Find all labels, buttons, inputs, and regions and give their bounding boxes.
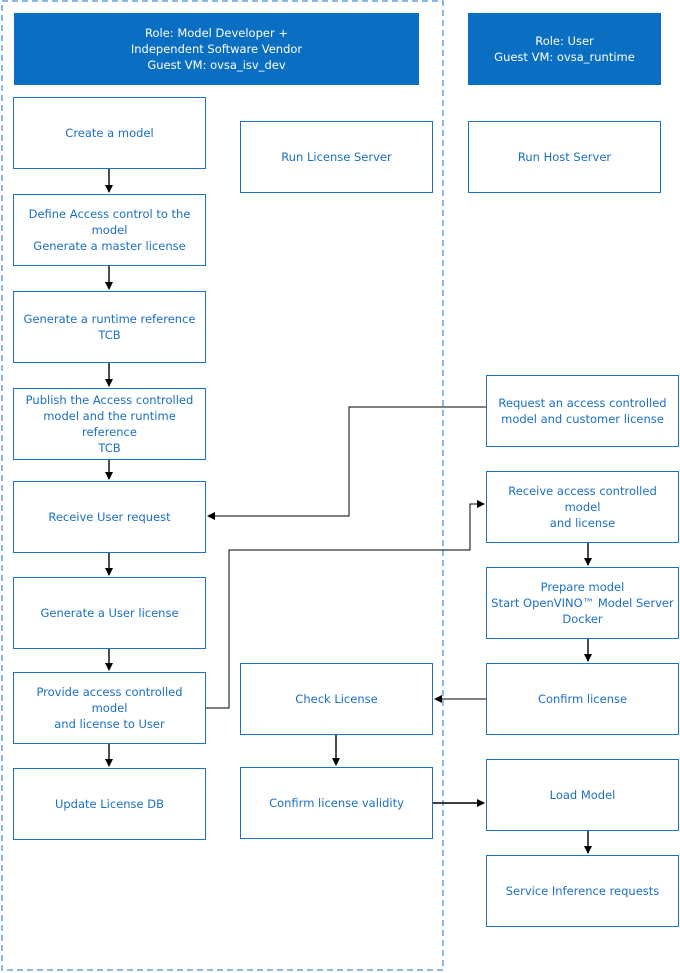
step-update-license-db: Update License DB [13, 768, 206, 840]
role-developer-header: Role: Model Developer + Independent Soft… [14, 13, 419, 85]
step-load-model: Load Model [486, 759, 679, 831]
role-user-header: Role: User Guest VM: ovsa_runtime [468, 13, 661, 85]
step-request-model: Request an access controlled model and c… [486, 375, 679, 447]
step-confirm-license-validity: Confirm license validity [240, 767, 433, 839]
step-generate-tcb: Generate a runtime reference TCB [13, 291, 206, 363]
step-provide-model: Provide access controlled model and lice… [13, 672, 206, 744]
step-publish: Publish the Access controlled model and … [13, 388, 206, 460]
arrow-provide-to-user-receive [205, 500, 485, 709]
step-service-inference: Service Inference requests [486, 855, 679, 927]
step-confirm-license: Confirm license [486, 663, 679, 735]
step-run-host-server: Run Host Server [468, 121, 661, 193]
role-developer-label: Role: Model Developer + Independent Soft… [130, 26, 303, 72]
developer-vm-boundary [1, 0, 444, 971]
step-prepare-model: Prepare model Start OpenVINO™ Model Serv… [486, 567, 679, 639]
step-check-license: Check License [240, 663, 433, 735]
role-user-label: Role: User Guest VM: ovsa_runtime [494, 34, 635, 64]
arrow-request-to-receive [207, 406, 486, 520]
step-receive-user-request: Receive User request [13, 481, 206, 553]
step-define-access: Define Access control to the model Gener… [13, 194, 206, 266]
step-generate-user-license: Generate a User license [13, 577, 206, 649]
step-run-license-server: Run License Server [240, 121, 433, 193]
step-receive-model: Receive access controlled model and lice… [486, 471, 679, 543]
step-create-model: Create a model [13, 97, 206, 169]
